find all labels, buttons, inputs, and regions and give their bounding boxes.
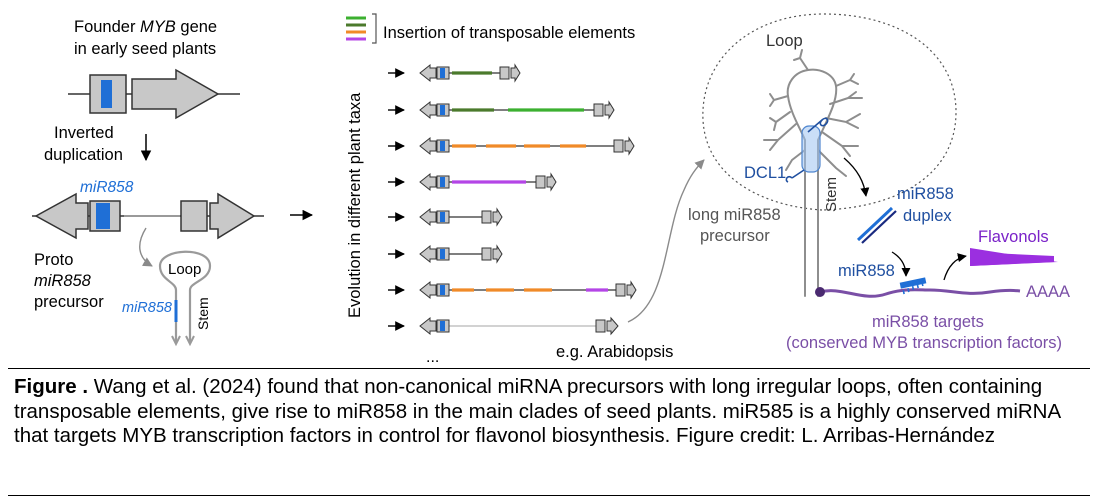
caption-rule-top (8, 368, 1090, 369)
loop-outline (702, 13, 957, 211)
hairpin-mirna-label: miR858 (122, 300, 172, 316)
targets-label-line2: (conserved MYB transcription factors) (786, 334, 1062, 352)
curved-arrow-to-hairpin (139, 227, 153, 267)
precursor-row (388, 244, 503, 264)
founder-gene-label: Founder MYB gene (74, 18, 217, 36)
right-exon-arrow (492, 244, 503, 264)
left-exon-arrow (419, 207, 437, 227)
right-exon (593, 103, 604, 117)
right-exon (595, 319, 606, 333)
duplex-label-line1: miR858 (897, 185, 954, 203)
te-legend (346, 13, 377, 44)
scissors-icon (807, 117, 829, 133)
flavonols-triangle (970, 248, 1058, 266)
flavonols-label: Flavonols (978, 228, 1049, 246)
example-species-label: e.g. Arabidopsis (556, 343, 673, 361)
left-exon-arrow (419, 136, 437, 156)
left-exon-arrow (419, 280, 437, 300)
bound-mirna (899, 277, 927, 295)
arrow-to-duplex (843, 157, 870, 197)
proto-label-line2: miR858 (34, 272, 92, 290)
precursor-row (388, 100, 615, 120)
evolution-rows (388, 63, 637, 336)
target-mrna (819, 288, 1021, 298)
right-exon-arrow (510, 63, 521, 83)
precursor-row (388, 63, 521, 83)
mirna-site (440, 249, 445, 259)
founder-gene-drawing (68, 68, 240, 120)
left-exon-arrow (419, 244, 437, 264)
duplex-label-line2: duplex (903, 207, 952, 225)
long-precursor-label-line1: long miR858 (688, 206, 781, 224)
precursor-row (388, 280, 637, 300)
arrow-to-flavonols (943, 253, 967, 281)
right-exon (481, 247, 492, 261)
mirna-label: miR858 (80, 179, 134, 196)
mirna-site (440, 321, 445, 331)
left-exon-arrow (419, 172, 437, 192)
mrna-cap (815, 287, 825, 297)
mirna-site (440, 177, 445, 187)
ellipsis: ... (426, 349, 439, 366)
mirna-site (440, 141, 445, 151)
mirna-site (440, 285, 445, 295)
big-stem-label: Stem (823, 177, 840, 212)
target-mirna-label: miR858 (838, 262, 895, 280)
mirna-duplex (856, 206, 897, 244)
diagram: Founder MYB gene in early seed plants In… (32, 13, 1070, 366)
right-exon (499, 66, 510, 80)
hairpin-stem-label: Stem (195, 297, 211, 330)
left-exon-arrow (419, 63, 437, 83)
mirna-site (440, 212, 445, 222)
right-exon (615, 283, 626, 297)
right-exon-arrow (492, 207, 503, 227)
long-precursor-label-line2: precursor (700, 227, 770, 245)
te-legend-label: Insertion of transposable elements (383, 24, 635, 42)
evolution-axis-label: Evolution in different plant taxa (346, 92, 364, 318)
right-exon-arrow (624, 136, 635, 156)
founder-gene-label-line2: in early seed plants (74, 40, 216, 58)
figure-caption: Figure . Wang et al. (2024) found that n… (14, 375, 1084, 449)
proto-label-line1: Proto (34, 251, 73, 269)
right-exon-arrow (604, 100, 615, 120)
precursor-row (388, 316, 619, 336)
dcl1-label: DCL1 (744, 164, 786, 182)
proto-hairpin (158, 250, 212, 347)
curved-arrow-to-loop (627, 159, 705, 323)
right-exon-arrow (606, 316, 619, 336)
polya-label: AAAA (1026, 283, 1070, 301)
hairpin-loop-label: Loop (168, 261, 201, 278)
left-exon-arrow (419, 316, 437, 336)
right-exon-arrow (626, 280, 637, 300)
proto-label-line3: precursor (34, 293, 104, 311)
arrow-to-target (891, 251, 911, 277)
proto-gene-drawing (32, 192, 264, 240)
caption-label: Figure . (14, 375, 89, 398)
big-loop-label: Loop (766, 32, 803, 50)
right-exon (481, 210, 492, 224)
targets-label-line1: miR858 targets (872, 313, 984, 331)
left-exon-arrow (419, 100, 437, 120)
scissors-icon-lower (785, 169, 805, 183)
inverted-duplication-label-line2: duplication (44, 146, 123, 164)
precursor-row (388, 207, 503, 227)
right-exon-arrow (546, 172, 557, 192)
precursor-row (388, 172, 557, 192)
caption-text: Wang et al. (2024) found that non-canoni… (14, 375, 1061, 447)
inverted-duplication-label: Inverted (54, 124, 114, 142)
precursor-row (388, 136, 635, 156)
mirna-site (440, 105, 445, 115)
right-exon (613, 139, 624, 153)
caption-rule-bottom (8, 495, 1090, 496)
long-precursor-structure (763, 49, 863, 297)
right-exon (535, 175, 546, 189)
mirna-site (440, 68, 445, 78)
dcl1-cut-site (801, 125, 821, 173)
